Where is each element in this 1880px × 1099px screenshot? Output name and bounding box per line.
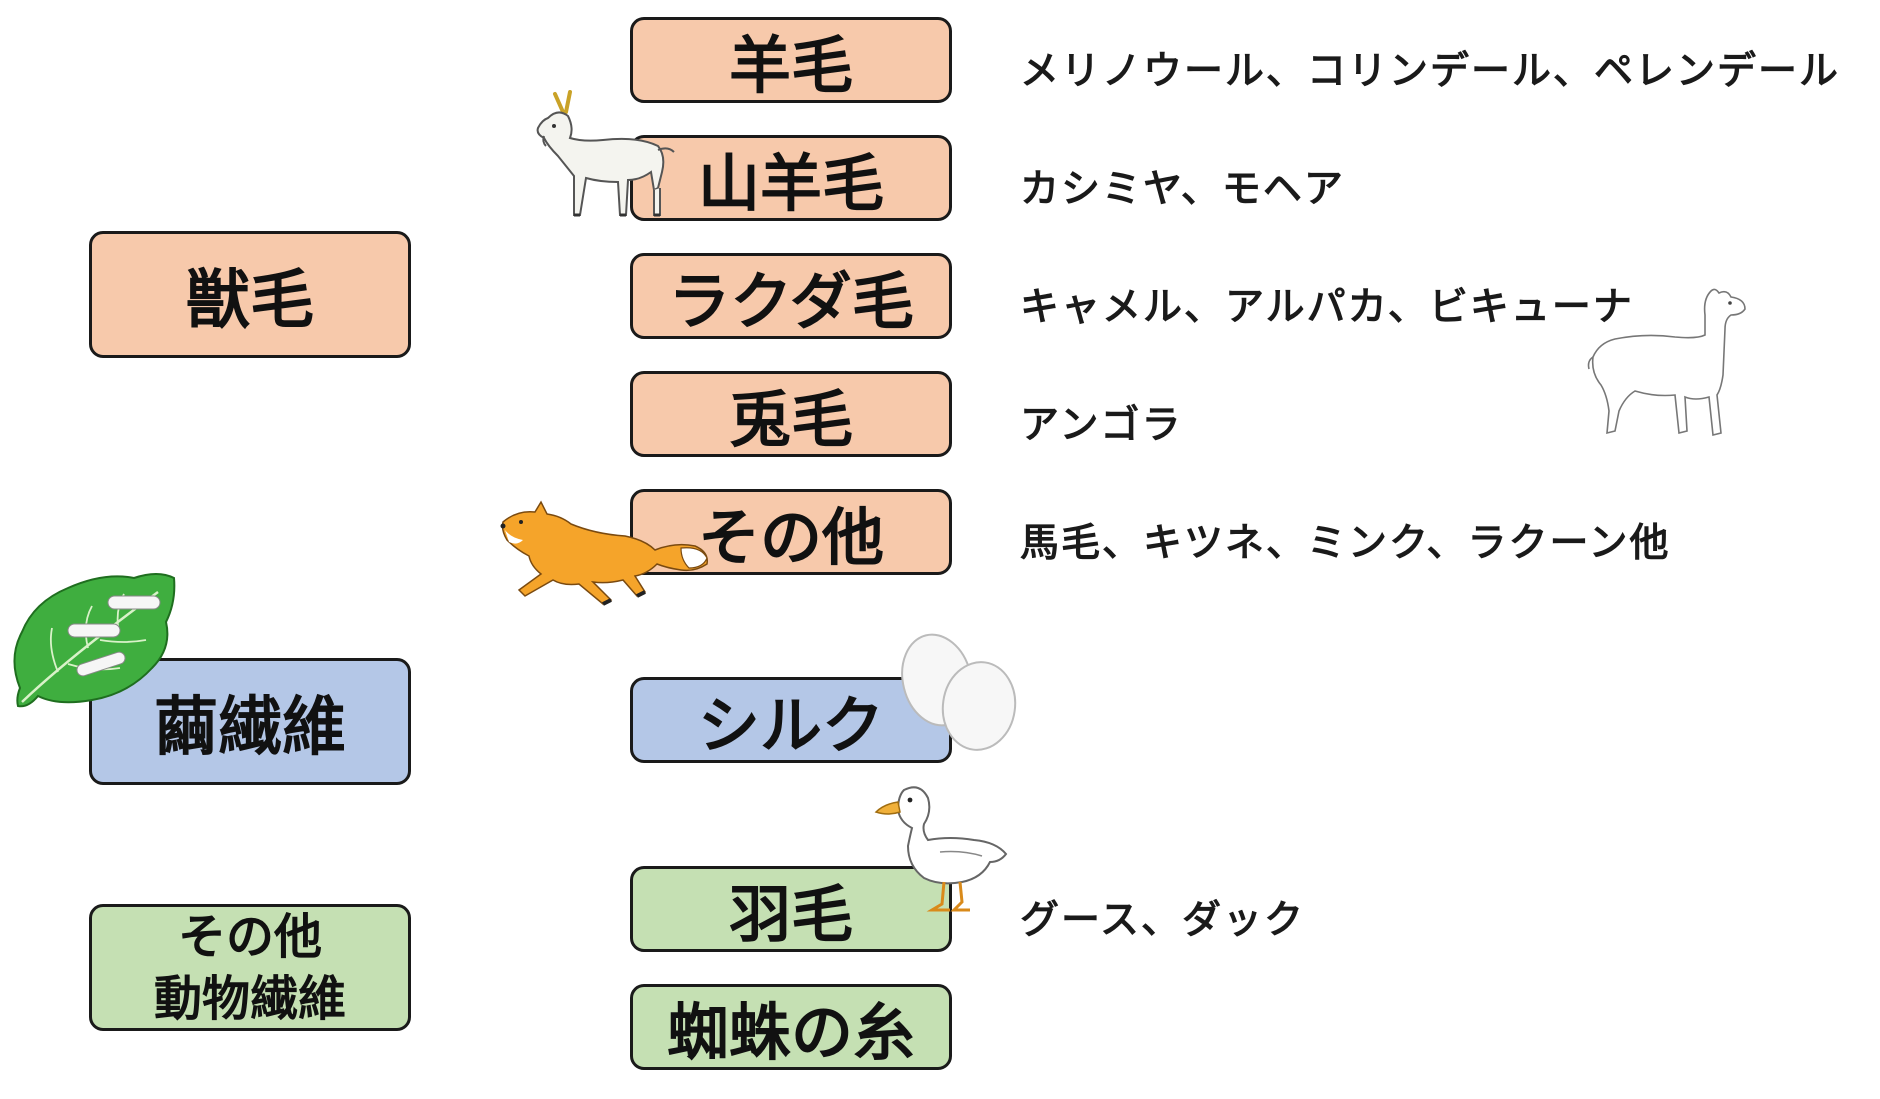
examples-camel-hair: キャメル、アルパカ、ビキューナ [1020,285,1634,330]
item-camel-hair: ラクダ毛 [630,253,952,339]
examples-other-hair: 馬毛、キツネ、ミンク、ラクーン他 [1020,521,1671,566]
examples-rabbit-hair: アンゴラ [1020,403,1183,448]
item-other-hair: その他 [630,489,952,575]
item-goat-hair-label: 山羊毛 [697,147,884,220]
item-wool: 羊毛 [630,17,952,103]
category-cocoon-fiber: 繭繊維 [89,658,411,785]
silkworm-leaf-icon [13,573,176,708]
item-spider-silk-label: 蜘蛛の糸 [666,996,915,1069]
item-silk-label: シルク [697,689,884,762]
item-wool-label: 羊毛 [728,29,853,102]
examples-wool: メリノウール、コリンデール、ペレンデール [1020,49,1841,94]
goat-icon [536,90,675,217]
examples-feather: グース、ダック [1020,898,1306,943]
item-camel-hair-label: ラクダ毛 [668,265,914,338]
item-goat-hair: 山羊毛 [630,135,952,221]
item-other-hair-label: その他 [697,501,884,574]
category-cocoon-fiber-label: 繭繊維 [154,690,346,765]
category-other-animal-fiber: その他 動物繊維 [89,904,411,1031]
alpaca-icon [1587,288,1746,436]
item-feather-label: 羽毛 [728,878,853,951]
duck-icon [874,786,1008,912]
item-silk: シルク [630,677,952,763]
item-spider-silk: 蜘蛛の糸 [630,984,952,1070]
item-feather: 羽毛 [630,866,952,952]
category-other-line2: 動物繊維 [153,970,346,1027]
cocoon-icon [901,633,1017,751]
examples-goat-hair: カシミヤ、モヘア [1020,167,1345,212]
category-other-line1: その他 [177,908,322,965]
fox-icon [500,500,708,606]
item-rabbit-hair: 兎毛 [630,371,952,457]
category-animal-hair: 獣毛 [89,231,411,358]
category-animal-hair-label: 獣毛 [186,263,314,338]
item-rabbit-hair-label: 兎毛 [728,383,853,456]
